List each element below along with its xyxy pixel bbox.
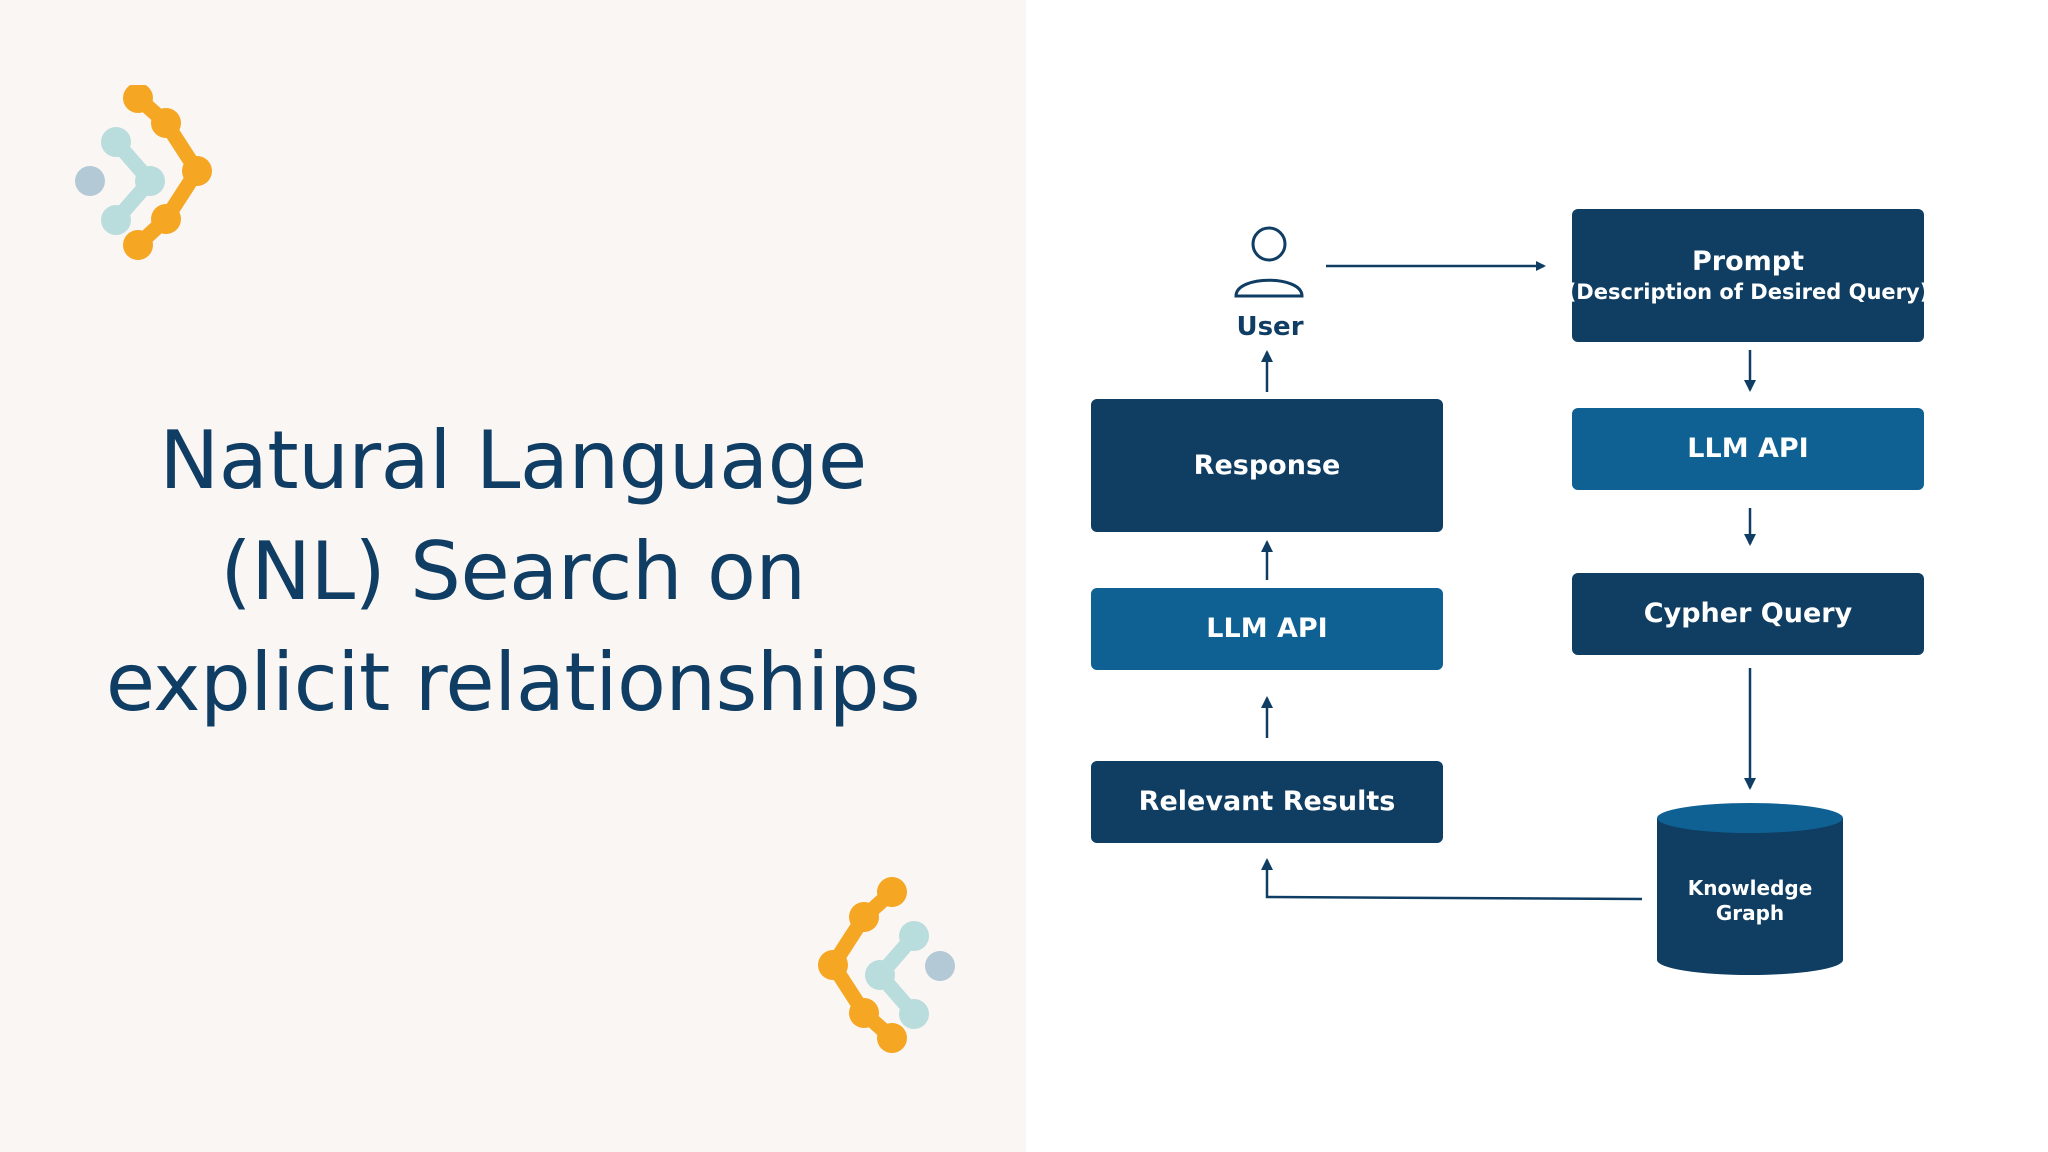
llm-api-left-label: LLM API <box>1206 613 1328 644</box>
knowledge-graph-label: Knowledge Graph <box>1655 876 1845 926</box>
llm-api-right-label: LLM API <box>1687 433 1809 464</box>
dot-arrow-right-icon <box>75 85 212 260</box>
cypher-query-label: Cypher Query <box>1643 598 1853 629</box>
prompt-subtitle: (Description of Desired Query) <box>1566 279 1930 304</box>
response-box: Response <box>1091 399 1443 532</box>
dot-arrow-left-icon <box>818 877 955 1053</box>
knowledge-graph-line-2: Graph <box>1715 901 1785 925</box>
left-panel: Natural Language (NL) Search on explicit… <box>0 0 1026 1152</box>
llm-api-left-box: LLM API <box>1091 588 1443 670</box>
prompt-box: Prompt (Description of Desired Query) <box>1567 209 1929 342</box>
relevant-results-box: Relevant Results <box>1091 761 1443 843</box>
title-line-3: explicit relationships <box>105 636 921 729</box>
prompt-title: Prompt <box>1691 245 1805 277</box>
title-line-2: (NL) Search on <box>220 525 806 618</box>
cypher-query-box: Cypher Query <box>1572 573 1924 655</box>
knowledge-graph-line-1: Knowledge <box>1687 876 1813 900</box>
user-icon <box>1234 226 1304 298</box>
knowledge-graph-cylinder <box>1657 803 1843 975</box>
user-label: User <box>1236 312 1304 342</box>
arrow-kg-to-results <box>1261 858 1643 901</box>
response-label: Response <box>1193 449 1341 481</box>
relevant-results-label: Relevant Results <box>1138 786 1396 817</box>
page-title: Natural Language (NL) Search on explicit… <box>40 405 986 738</box>
title-line-1: Natural Language <box>159 414 867 507</box>
llm-api-right-box: LLM API <box>1572 408 1924 490</box>
